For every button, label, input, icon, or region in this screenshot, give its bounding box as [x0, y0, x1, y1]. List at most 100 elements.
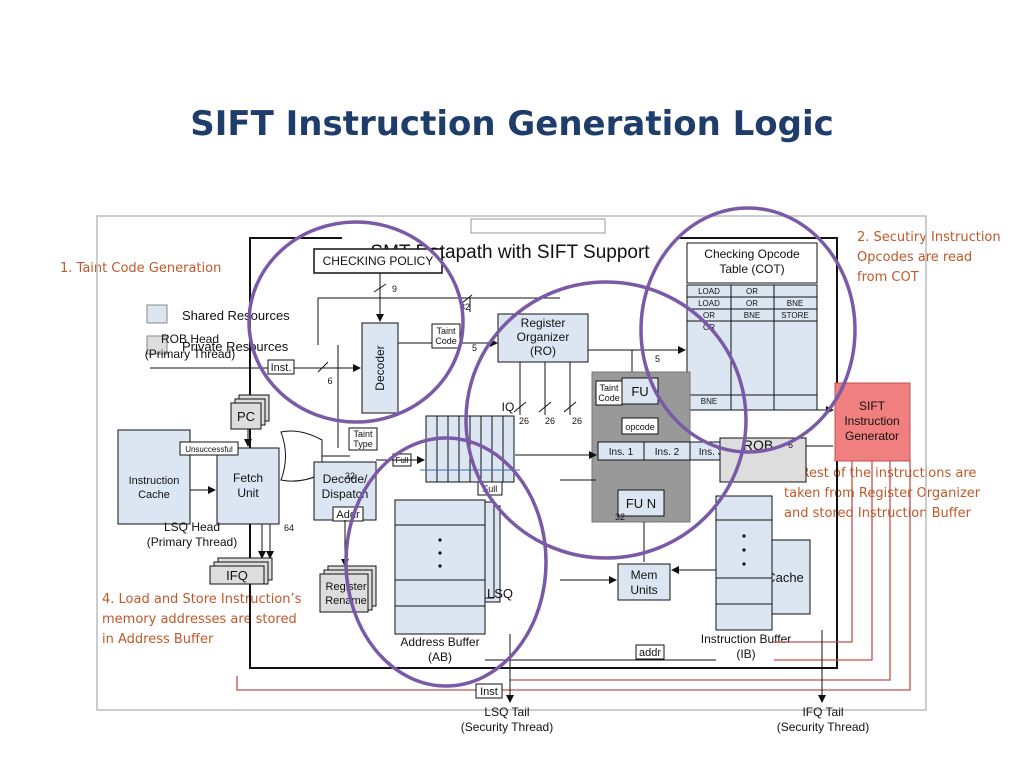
svg-text:Instruction: Instruction — [844, 414, 899, 428]
svg-text:Cache: Cache — [138, 489, 170, 501]
svg-text:(RO): (RO) — [530, 344, 556, 358]
svg-text:Generator: Generator — [845, 429, 899, 443]
pc-box — [230, 402, 262, 430]
svg-text:Unit: Unit — [237, 486, 259, 500]
ifq-label: IFQ — [226, 568, 248, 583]
taint-type-label: Taint — [353, 429, 373, 439]
lsq-head-label: LSQ Head — [164, 520, 220, 534]
register-rename-label: Register — [326, 581, 367, 593]
mux-shape — [280, 430, 323, 482]
cot-cell: LOAD — [698, 287, 720, 296]
decode-dispatch-label: Decode/ — [323, 472, 368, 486]
instruction-cache-box — [117, 429, 191, 525]
cot-cell: STORE — [781, 311, 808, 320]
cot-cell: BNE — [787, 299, 803, 308]
rob-head-primary-label: (Primary Thread) — [145, 347, 235, 361]
shared-resources-swatch — [146, 304, 168, 324]
ins-slot-3: Ins. 3 — [699, 447, 724, 458]
ifq-box — [209, 565, 265, 585]
svg-text:Code: Code — [598, 393, 620, 403]
bus-width-64: 64 — [284, 523, 294, 533]
private-resources-label: Private Resources — [182, 339, 289, 354]
highlight-circle-address-buffer — [344, 436, 548, 688]
cache-label: Cache — [766, 570, 804, 585]
svg-text:(IB): (IB) — [736, 647, 755, 661]
svg-text:Type: Type — [353, 439, 373, 449]
cot-cell: LOAD — [698, 299, 720, 308]
bus-width-32c: 32 — [345, 471, 355, 481]
cot-cell: OR — [703, 311, 715, 320]
full-label: Full — [483, 484, 498, 494]
bus-width-6: 6 — [327, 376, 332, 386]
lsq-head-primary-label: (Primary Thread) — [147, 535, 237, 549]
svg-text:Dispatch: Dispatch — [322, 487, 369, 501]
fu-n-box — [617, 489, 665, 517]
frame-tab — [470, 218, 606, 234]
sift-generator-label: SIFT — [859, 399, 886, 413]
bus-width-26: 26 — [519, 416, 529, 426]
decoder-box — [361, 322, 399, 414]
figure-frame — [96, 215, 927, 711]
fu-n-label: FU N — [626, 496, 656, 511]
fetch-unit-box — [216, 447, 280, 525]
cot-table — [686, 284, 818, 411]
decoder-label: Decoder — [373, 345, 387, 390]
fetch-unit-label: Fetch — [233, 471, 263, 485]
addr-bottom-label: addr — [639, 647, 661, 659]
sift-output-line — [236, 461, 911, 691]
svg-text:Units: Units — [630, 583, 657, 597]
iq-label: IQ — [502, 400, 515, 414]
svg-text:(Security Thread): (Security Thread) — [777, 720, 869, 734]
lsq-tail-label: LSQ Tail — [484, 705, 529, 719]
ins-slot-2: Ins. 2 — [655, 447, 680, 458]
fu-label: FU — [631, 384, 648, 399]
bus-width-32b: 32 — [615, 512, 625, 522]
pc-label: PC — [237, 409, 255, 424]
bus-width-6b: 6 — [788, 440, 793, 450]
fu-taint-code-label: Taint — [599, 383, 619, 393]
svg-text:Table (COT): Table (COT) — [719, 262, 784, 276]
shared-resources-label: Shared Resources — [182, 308, 290, 323]
bus-width-5: 5 — [472, 343, 477, 353]
svg-text:Code: Code — [435, 336, 457, 346]
bus-width-32: 32 — [460, 302, 470, 312]
highlight-circle-register-organizer — [464, 280, 748, 560]
rob-head-label: ROB Head — [161, 332, 219, 346]
instruction-cache-label: Instruction — [129, 475, 180, 487]
unsuccessful-label: Unsuccessful — [185, 445, 233, 454]
address-buffer-label: Address Buffer — [400, 635, 479, 649]
mem-units-label: Mem — [631, 568, 658, 582]
cot-title-box — [686, 242, 818, 284]
lsq-label: LSQ — [487, 586, 513, 601]
inst-bottom-label: Inst — [480, 686, 498, 698]
taint-code-label: Taint — [436, 326, 456, 336]
svg-text:Rename: Rename — [325, 595, 367, 607]
register-organizer-label: Register — [521, 316, 566, 330]
cot-cell: BNE — [744, 311, 760, 320]
ifq-tail-label: IFQ Tail — [802, 705, 843, 719]
note-taint-code: 1. Taint Code Generation — [60, 261, 222, 276]
cot-title: Checking Opcode — [704, 247, 800, 261]
highlight-circle-taint-code — [247, 220, 465, 424]
address-buffer-box — [394, 499, 486, 635]
bus-width-5b: 5 — [655, 354, 660, 364]
private-resources-swatch — [146, 335, 168, 355]
sift-generator-box — [834, 382, 911, 462]
bus-width-26: 26 — [545, 416, 555, 426]
mem-units-box — [617, 563, 671, 601]
opcode-label: opcode — [625, 422, 655, 432]
svg-text:(Security Thread): (Security Thread) — [461, 720, 553, 734]
cot-cell: OR — [746, 287, 758, 296]
svg-text:(AB): (AB) — [428, 650, 452, 664]
inst-label: Inst. — [271, 362, 292, 374]
instruction-buffer-label: Instruction Buffer — [701, 632, 792, 646]
register-rename-box — [319, 573, 369, 613]
bus-width-26: 26 — [572, 416, 582, 426]
bus-width-9: 9 — [392, 284, 397, 294]
cot-cell: OR — [746, 299, 758, 308]
svg-text:Organizer: Organizer — [517, 330, 570, 344]
page-title: SIFT Instruction Generation Logic — [190, 104, 834, 144]
